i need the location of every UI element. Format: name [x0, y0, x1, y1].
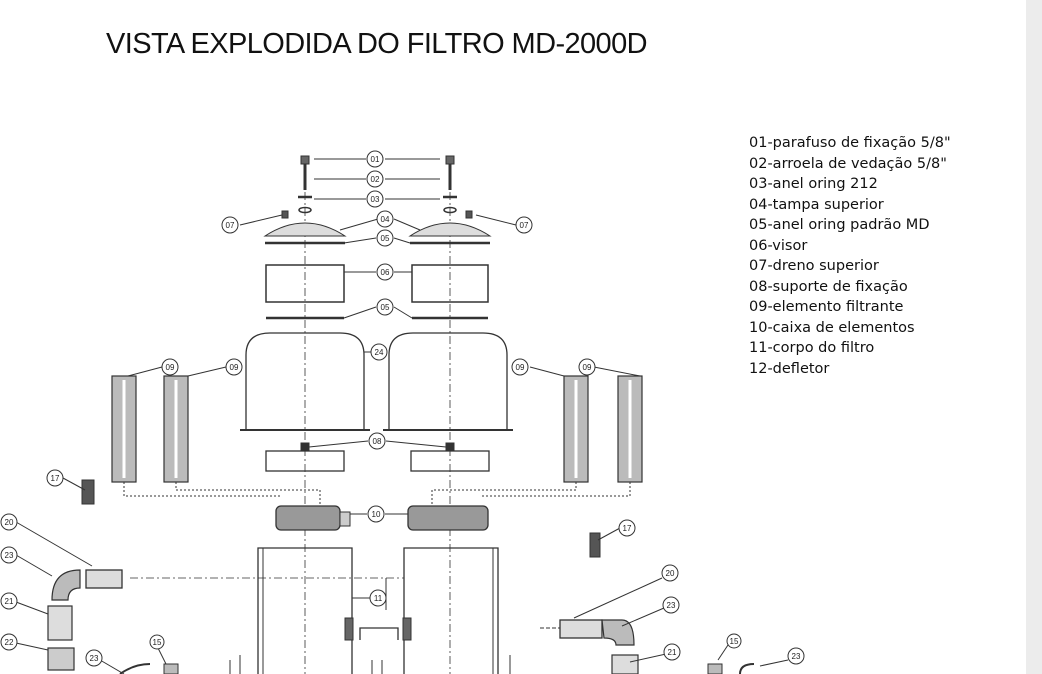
filter-element — [111, 375, 643, 483]
svg-text:02: 02 — [371, 175, 380, 184]
legend-item: 07-dreno superior — [749, 258, 879, 274]
housing-right — [388, 332, 508, 430]
callout-08: 08 — [368, 432, 386, 450]
svg-text:23: 23 — [667, 601, 676, 610]
legend-item: 02-arroela de vedação 5/8" — [749, 155, 947, 172]
page-title: VISTA EXPLODIDA DO FILTRO MD-2000D — [106, 28, 648, 60]
callout-07-right: 07 — [515, 216, 533, 234]
callout-23: 23 — [787, 647, 805, 665]
callout-23: 23 — [85, 649, 103, 667]
callout-01: 01 — [366, 150, 384, 168]
legend-item: 09-elemento filtrante — [749, 299, 904, 315]
callout-03: 03 — [366, 190, 384, 208]
svg-text:23: 23 — [90, 654, 99, 663]
svg-text:23: 23 — [5, 551, 14, 560]
svg-text:05: 05 — [381, 303, 390, 312]
legend-item: 04-tampa superior — [749, 196, 884, 213]
svg-text:21: 21 — [668, 648, 677, 657]
callout-21: 21 — [0, 592, 18, 610]
legend-item: 12-defletor — [749, 360, 830, 377]
svg-text:15: 15 — [153, 638, 162, 647]
callout-17-right: 17 — [618, 519, 636, 537]
callout-23: 23 — [662, 596, 680, 614]
filter-body-right — [403, 547, 499, 674]
callout-22: 22 — [0, 633, 18, 651]
bolt-right — [445, 155, 455, 190]
callout-09: 09 — [225, 358, 243, 376]
callout-09: 09 — [578, 358, 596, 376]
svg-text:24: 24 — [375, 348, 384, 357]
legend-item: 03-anel oring 212 — [749, 176, 878, 192]
callout-06: 06 — [376, 263, 394, 281]
legend-item: 10-caixa de elementos — [749, 319, 915, 336]
svg-text:20: 20 — [666, 569, 675, 578]
callout-20-left: 20 — [0, 513, 18, 531]
svg-text:09: 09 — [166, 363, 175, 372]
svg-text:09: 09 — [583, 363, 592, 372]
callout-09: 09 — [161, 358, 179, 376]
callout-02: 02 — [366, 170, 384, 188]
svg-text:22: 22 — [5, 638, 14, 647]
window-right — [411, 264, 489, 303]
filter-body-left — [257, 547, 353, 674]
svg-text:21: 21 — [5, 597, 14, 606]
svg-text:01: 01 — [371, 155, 380, 164]
callout-20-right: 20 — [661, 564, 679, 582]
svg-text:23: 23 — [792, 652, 801, 661]
svg-text:11: 11 — [374, 594, 383, 603]
svg-text:03: 03 — [371, 195, 380, 204]
legend-item: 05-anel oring padrão MD — [749, 217, 930, 233]
callout-15: 15 — [149, 634, 165, 650]
legend-item: 01-parafuso de fixação 5/8" — [749, 135, 951, 151]
callout-15: 15 — [726, 633, 742, 649]
legend-item: 06-visor — [749, 237, 808, 254]
svg-text:04: 04 — [381, 215, 390, 224]
top-cover-left — [263, 222, 347, 237]
svg-text:07: 07 — [520, 221, 529, 230]
callout-04: 04 — [376, 210, 394, 228]
callout-10: 10 — [367, 505, 385, 523]
callout-09: 09 — [511, 358, 529, 376]
svg-text:06: 06 — [381, 268, 390, 277]
callout-17-left: 17 — [46, 469, 64, 487]
svg-text:20: 20 — [5, 518, 14, 527]
callout-21: 21 — [663, 643, 681, 661]
legend-item: 11-corpo do filtro — [749, 340, 875, 356]
callout-07-left: 07 — [221, 216, 239, 234]
callout-05: 05 — [376, 229, 394, 247]
svg-text:09: 09 — [230, 363, 239, 372]
parts-legend: 01-parafuso de fixação 5/8" 02-arroela d… — [749, 133, 951, 379]
callout-labels: 01 02 03 04 05 06 07 07 05 24 08 09 09 0… — [0, 150, 805, 667]
svg-text:09: 09 — [516, 363, 525, 372]
legend-item: 08-suporte de fixação — [749, 278, 908, 295]
window-left — [265, 264, 345, 303]
svg-text:07: 07 — [226, 221, 235, 230]
page-edge — [1026, 0, 1042, 674]
svg-text:15: 15 — [730, 637, 739, 646]
svg-text:17: 17 — [623, 524, 632, 533]
callout-23: 23 — [0, 546, 18, 564]
bolt-left — [300, 155, 310, 190]
svg-text:10: 10 — [372, 510, 381, 519]
svg-text:17: 17 — [51, 474, 60, 483]
callout-05-lower: 05 — [376, 298, 394, 316]
svg-text:05: 05 — [381, 234, 390, 243]
top-cover-right — [408, 222, 492, 237]
svg-text:08: 08 — [373, 437, 382, 446]
housing-left — [245, 332, 365, 430]
callout-24: 24 — [370, 343, 388, 361]
callout-11: 11 — [369, 589, 387, 607]
